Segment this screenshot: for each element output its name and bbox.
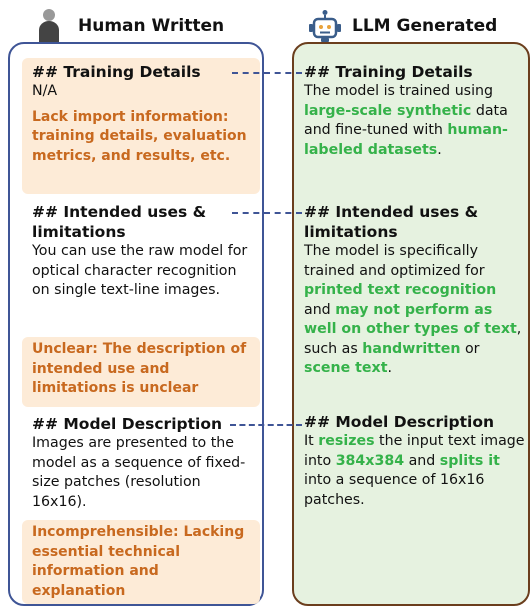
section-heading: ## Training Details bbox=[304, 63, 473, 81]
highlighted-phrase: resizes bbox=[318, 433, 375, 449]
human-model-description: ## Model Description Images are presente… bbox=[22, 410, 260, 516]
llm-model-description: ## Model Description It resizes the inpu… bbox=[300, 412, 530, 510]
text-run: and bbox=[304, 301, 336, 318]
section-heading: ## Intended uses & limitations bbox=[304, 203, 479, 241]
text-run: and bbox=[404, 452, 440, 469]
connector-model-description bbox=[230, 424, 302, 426]
critique-text: Unclear: The description of intended use… bbox=[32, 341, 247, 396]
text-run: the input text image into bbox=[304, 433, 525, 469]
highlighted-phrase: handwritten bbox=[362, 340, 461, 357]
human-title: Human Written bbox=[78, 16, 225, 36]
critique-text: Lack import information: training detail… bbox=[32, 108, 247, 164]
highlighted-phrase: may not perform as well on other types o… bbox=[304, 301, 517, 338]
llm-header: LLM Generated bbox=[308, 6, 497, 46]
section-heading: ## Training Details bbox=[32, 63, 201, 81]
section-heading: ## Model Description bbox=[32, 415, 223, 433]
robot-icon bbox=[309, 10, 341, 42]
text-run: The model is trained using bbox=[304, 83, 494, 99]
llm-training-details: ## Training Details The model is trained… bbox=[300, 62, 530, 160]
highlighted-phrase: human-labeled datasets bbox=[304, 122, 508, 158]
highlighted-phrase: large-scale synthetic bbox=[304, 102, 472, 119]
llm-intended-uses: ## Intended uses & limitations The model… bbox=[300, 202, 530, 379]
section-body: The model is trained using large-scale s… bbox=[304, 82, 526, 160]
highlighted-phrase: scene text bbox=[304, 360, 388, 376]
human-intended-uses: ## Intended uses & limitations You can u… bbox=[22, 198, 260, 305]
text-run: It bbox=[304, 433, 319, 449]
llm-title: LLM Generated bbox=[352, 16, 498, 36]
highlighted-phrase: 384x384 bbox=[335, 452, 405, 469]
text-run: or bbox=[460, 340, 480, 357]
section-body: You can use the raw model for optical ch… bbox=[32, 243, 248, 298]
human-header: Human Written bbox=[38, 6, 224, 46]
text-run: data and fine-tuned with bbox=[304, 102, 508, 139]
human-training-details: ## Training Details N/A Lack import info… bbox=[22, 58, 260, 194]
person-icon bbox=[39, 9, 59, 44]
text-run: . bbox=[437, 141, 442, 158]
highlighted-phrase: printed text recognition bbox=[304, 282, 497, 298]
connector-intended-uses bbox=[232, 212, 302, 214]
section-body: N/A bbox=[32, 83, 58, 99]
section-body: The model is specifically trained and op… bbox=[304, 242, 526, 379]
section-heading: ## Model Description bbox=[304, 413, 495, 431]
text-run: . bbox=[387, 360, 392, 376]
section-body: Images are presented to the model as a s… bbox=[32, 435, 246, 510]
section-body: It resizes the input text image into 384… bbox=[304, 432, 526, 510]
human-model-description-critique: Incomprehensible: Lacking essential tech… bbox=[22, 520, 260, 604]
text-run: The model is specifically trained and op… bbox=[304, 243, 485, 279]
human-intended-uses-critique: Unclear: The description of intended use… bbox=[22, 337, 260, 407]
critique-text: Incomprehensible: Lacking essential tech… bbox=[32, 524, 245, 599]
text-run: into a sequence of 16x16 patches. bbox=[304, 472, 485, 508]
llm-generated-panel bbox=[292, 42, 530, 606]
highlighted-phrase: splits it bbox=[439, 452, 500, 469]
section-heading: ## Intended uses & limitations bbox=[32, 203, 207, 241]
connector-training bbox=[232, 72, 302, 74]
text-run: , such as bbox=[304, 321, 522, 357]
